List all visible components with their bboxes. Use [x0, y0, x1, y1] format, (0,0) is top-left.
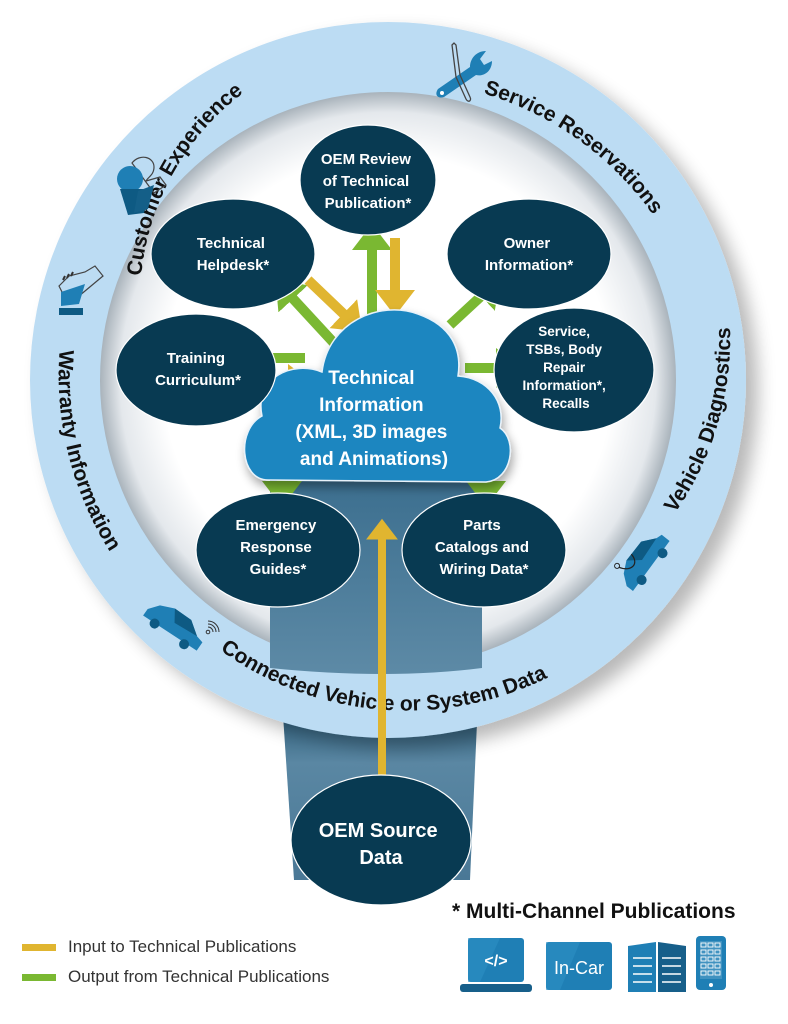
source-tube-upper — [270, 440, 482, 674]
node-parts-catalogs: Parts Catalogs and Wiring Data* — [401, 492, 567, 608]
node-emergency-response: Emergency Response Guides* — [195, 492, 361, 608]
svg-text:Emergency Response: Emergency Response Guides* — [235, 517, 320, 578]
svg-text:Training Curriculum*: Training Curriculum* — [155, 350, 241, 389]
wifi-signal-icon — [205, 620, 220, 635]
input-swatch — [22, 943, 56, 951]
handshake-icon — [58, 265, 104, 315]
legend-item-output: Output from Technical Publications — [22, 962, 329, 992]
multi-channel-title: * Multi-Channel Publications — [452, 900, 736, 923]
legend-input-label: Input to Technical Publications — [68, 937, 297, 956]
output-swatch — [22, 973, 56, 981]
wrench-screwdriver-icon — [436, 42, 492, 102]
svg-text:Owner Information*: Owner Information* — [485, 235, 573, 274]
svg-text:</>: </> — [484, 953, 507, 970]
node-technical-helpdesk: Technical Helpdesk* — [150, 198, 316, 310]
laptop-code-icon: </> — [460, 938, 532, 992]
multi-channel-icons: </> In-Car — [460, 936, 726, 992]
svg-text:Service, TSBs, Body: Service, TSBs, Body Repair Information*,… — [522, 324, 609, 411]
technical-information-cloud — [243, 309, 512, 483]
node-owner-information: Owner Information* — [446, 198, 612, 310]
svg-text:Technical Helpdesk*: Technical Helpdesk* — [197, 235, 270, 274]
svg-text:OEM Review of Technical: OEM Review of Technical Publication* — [321, 151, 415, 212]
svg-text:OEM Source Data: OEM Source Data — [319, 820, 443, 869]
legend: Input to Technical Publications Output f… — [22, 932, 329, 992]
node-service-tsbs: Service, TSBs, Body Repair Information*,… — [493, 307, 655, 433]
svg-text:In-Car: In-Car — [554, 958, 604, 978]
car-diagnostics-icon — [614, 534, 670, 592]
node-training-curriculum: Training Curriculum* — [115, 313, 277, 427]
manual-book-icon — [628, 942, 686, 992]
connected-car-icon — [143, 605, 203, 651]
svg-text:Parts Catalogs and: Parts Catalogs and Wiring Data* — [435, 517, 533, 578]
arrow-input-helpdesk — [304, 276, 363, 332]
cloud-title: Technical Information (XML, 3D images an… — [295, 368, 452, 470]
node-oem-source: OEM Source Data — [290, 774, 472, 906]
legend-output-label: Output from Technical Publications — [68, 967, 330, 986]
node-oem-review: OEM Review of Technical Publication* — [299, 124, 437, 236]
in-car-display-icon: In-Car — [546, 942, 612, 990]
legend-item-input: Input to Technical Publications — [22, 932, 329, 962]
mobile-tablet-icon — [696, 936, 726, 990]
people-icon — [117, 156, 167, 215]
